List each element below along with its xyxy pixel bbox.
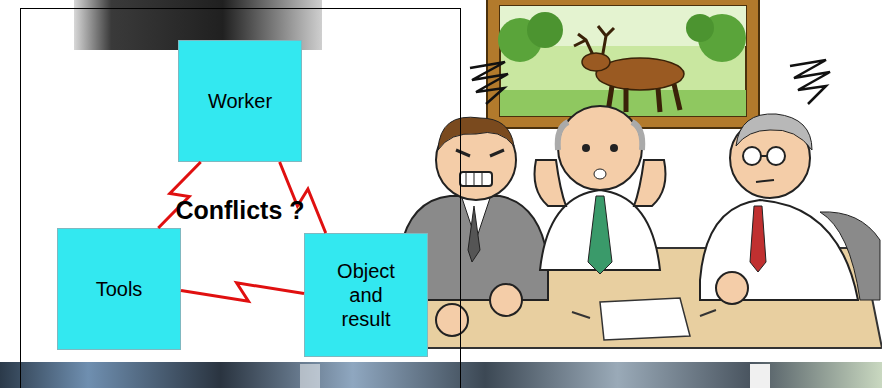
slide-label: Conflicts ? (140, 196, 340, 225)
stress-scribble (470, 62, 508, 104)
process-box: Worker (178, 40, 302, 162)
stress-scribble (790, 60, 830, 104)
mediator-man (535, 106, 666, 274)
process-box: Object and result (304, 233, 428, 357)
box-label: Worker (208, 89, 272, 113)
photo-strip (300, 364, 320, 388)
box-label: Object and result (327, 259, 405, 331)
angry-man (700, 114, 880, 304)
process-box: Tools (57, 228, 181, 350)
conflict-bolt (181, 283, 304, 301)
photo-strip (750, 364, 770, 388)
box-label: Tools (96, 277, 143, 301)
framed-picture (487, 0, 759, 128)
photo-strip (0, 362, 882, 388)
pen (572, 310, 716, 318)
paper-sheet (600, 298, 690, 340)
diagram-frame (21, 9, 461, 388)
